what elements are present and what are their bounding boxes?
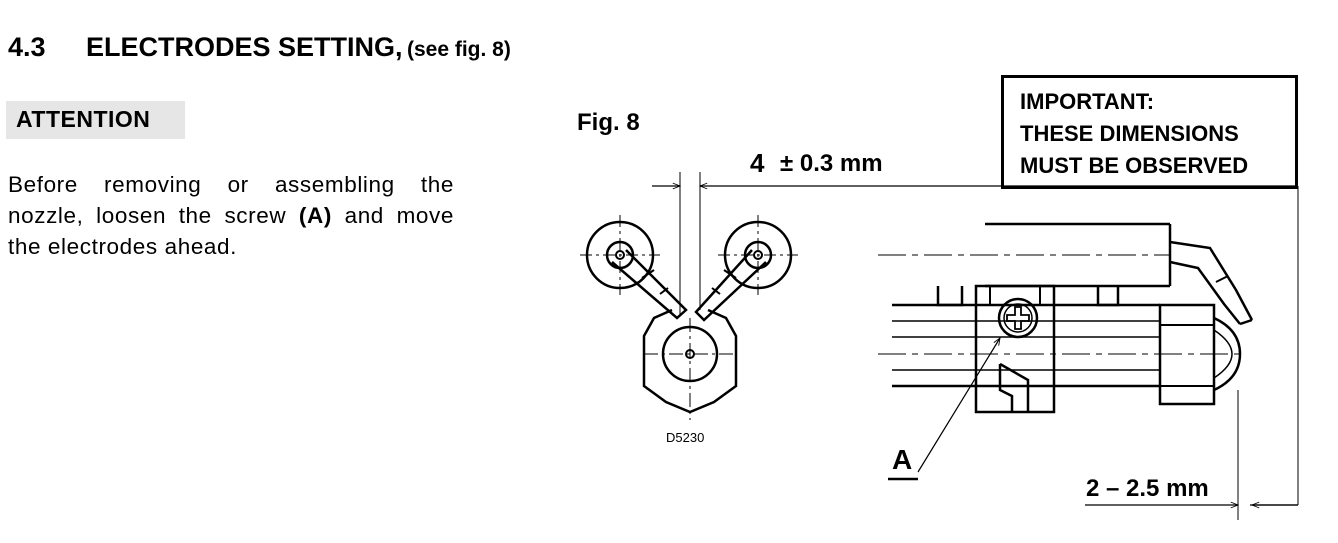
- instruction-text-part2: and move the electrodes ahead.: [8, 203, 454, 259]
- section-title: ELECTRODES SETTING,: [86, 32, 403, 62]
- dim-gap-value: 4: [750, 148, 765, 178]
- instruction-text-part1: Before removing or assembling the nozzle…: [8, 172, 454, 228]
- nozzle-nut: [1158, 303, 1216, 406]
- dim-offset-label: 2 – 2.5 mm: [1086, 475, 1209, 502]
- screw-cross-icon: [1006, 306, 1030, 330]
- nozzle-tip: [1213, 316, 1242, 392]
- important-line-3: MUST BE OBSERVED: [1020, 153, 1249, 178]
- electrode-clamp: [974, 284, 1056, 414]
- screw-a-leader: [917, 337, 1001, 473]
- section-number: 4.3: [8, 32, 46, 62]
- instruction-paragraph: Before removing or assembling the nozzle…: [8, 169, 454, 262]
- drawing-code: D5230: [666, 430, 704, 445]
- side-view: [878, 186, 1299, 520]
- instruction-screw-ref: (A): [298, 203, 332, 228]
- attention-label: ATTENTION: [6, 101, 185, 139]
- screw-a-label: A: [892, 444, 912, 475]
- right-electrode-wire: [694, 249, 767, 322]
- section-heading: 4.3 ELECTRODES SETTING, (see fig. 8): [8, 32, 511, 63]
- section-subtitle: (see fig. 8): [406, 38, 511, 61]
- left-electrode-wire: [611, 249, 688, 320]
- important-line-1: IMPORTANT:: [1020, 89, 1155, 114]
- front-view: [580, 172, 1298, 420]
- screw-a: [997, 297, 1039, 339]
- important-box: IMPORTANT: THESE DIMENSIONS MUST BE OBSE…: [1001, 75, 1298, 189]
- figure-label: Fig. 8: [577, 109, 640, 136]
- important-line-2: THESE DIMENSIONS: [1020, 121, 1239, 146]
- dim-gap-tolerance: ± 0.3 mm: [780, 150, 883, 177]
